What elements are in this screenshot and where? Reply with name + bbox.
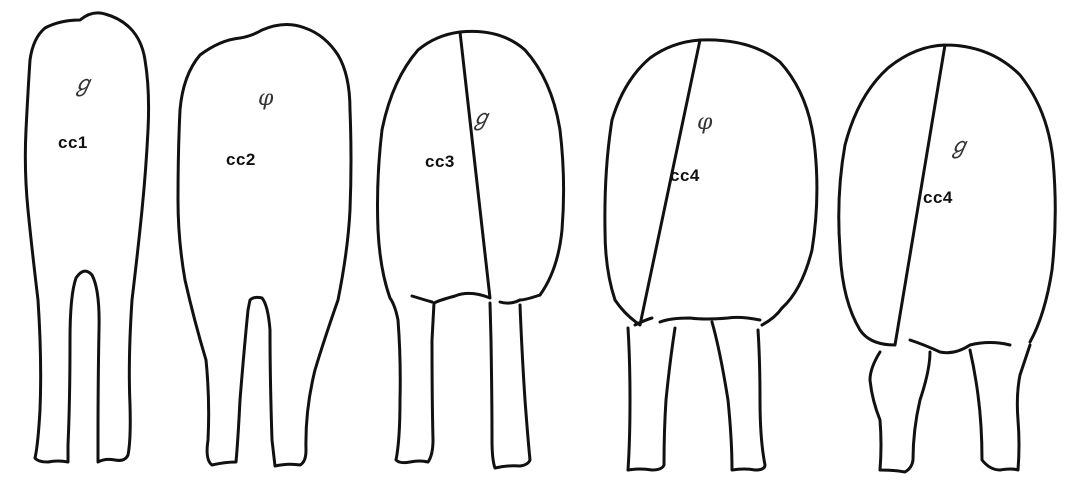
figure-label-1: cc1 xyxy=(58,133,88,153)
handwritten-mark-1: ℊ xyxy=(72,66,94,98)
silhouette-cc4-b xyxy=(839,45,1056,472)
figure-label-3: cc3 xyxy=(425,152,455,172)
figure-label-2: cc2 xyxy=(226,150,256,170)
handwritten-mark-4: φ xyxy=(697,110,712,135)
silhouette-cc4-a xyxy=(605,40,817,470)
handwritten-mark-5: ℊ xyxy=(948,128,970,160)
silhouette-cc3 xyxy=(378,31,564,468)
figure-label-4: cc4 xyxy=(670,166,700,186)
handwritten-mark-2: φ xyxy=(258,86,273,111)
handwritten-mark-3: ℊ xyxy=(470,100,492,132)
figure-label-5: cc4 xyxy=(923,188,953,208)
